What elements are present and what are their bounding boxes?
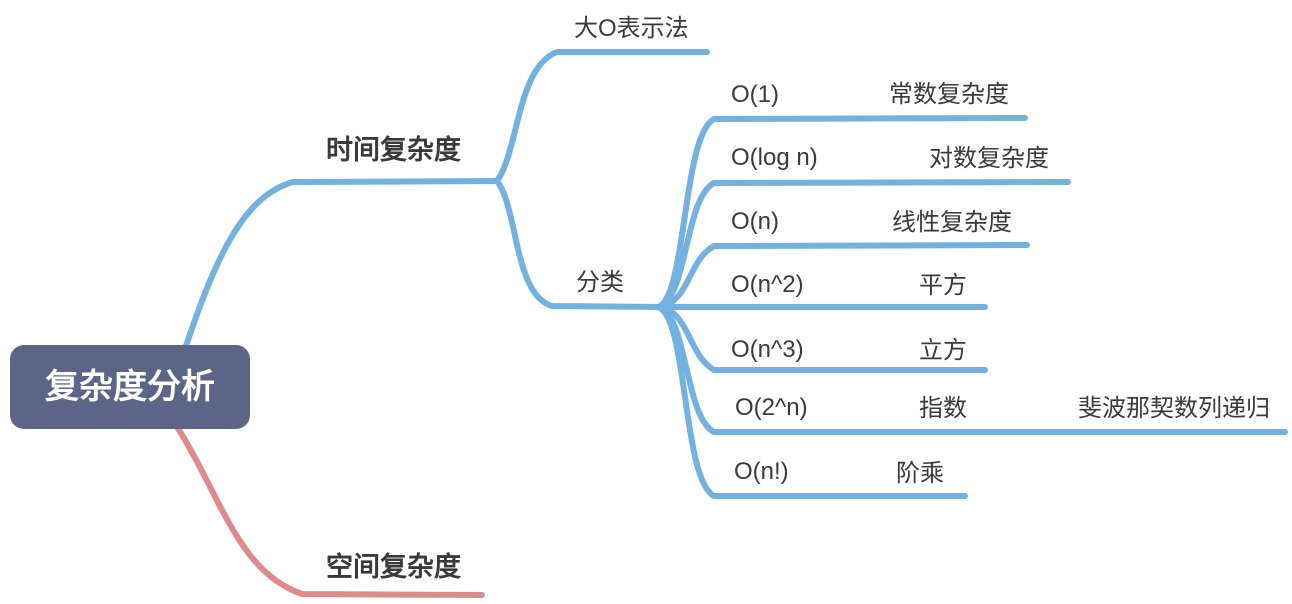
edge-category-o-n <box>655 242 1030 310</box>
node-o-2n[interactable]: O(2^n) <box>735 394 808 421</box>
edge-root-time-complexity <box>180 178 500 358</box>
node-square[interactable]: 平方 <box>919 272 967 299</box>
node-o-n2[interactable]: O(n^2) <box>731 271 804 298</box>
node-time-complexity[interactable]: 时间复杂度 <box>326 135 461 165</box>
edge-time-category <box>494 178 661 310</box>
edge-category-o-log-n <box>655 179 1071 310</box>
root-node[interactable]: 复杂度分析 <box>10 345 250 429</box>
node-logarithmic-complexity[interactable]: 对数复杂度 <box>929 145 1049 172</box>
edge-time-big-o-notation <box>494 49 710 184</box>
node-o-n[interactable]: O(n) <box>731 208 779 235</box>
edge-root-space-complexity <box>173 422 485 598</box>
node-linear-complexity[interactable]: 线性复杂度 <box>892 209 1012 236</box>
node-constant-complexity[interactable]: 常数复杂度 <box>889 81 1009 108</box>
node-factorial[interactable]: 阶乘 <box>896 460 944 487</box>
node-big-o-notation[interactable]: 大O表示法 <box>574 15 689 42</box>
edge-category-o-n-factorial <box>655 304 968 499</box>
node-fibonacci-recursion[interactable]: 斐波那契数列递归 <box>1078 395 1270 422</box>
node-space-complexity[interactable]: 空间复杂度 <box>326 552 461 582</box>
node-o-log-n[interactable]: O(log n) <box>731 144 818 171</box>
node-o-n-factorial[interactable]: O(n!) <box>734 458 789 485</box>
node-o-n3[interactable]: O(n^3) <box>731 336 804 363</box>
root-node-label: 复杂度分析 <box>45 368 215 406</box>
node-exponential[interactable]: 指数 <box>919 395 967 422</box>
node-cubic[interactable]: 立方 <box>919 337 967 364</box>
node-category[interactable]: 分类 <box>576 269 624 296</box>
node-o-1[interactable]: O(1) <box>731 81 779 108</box>
